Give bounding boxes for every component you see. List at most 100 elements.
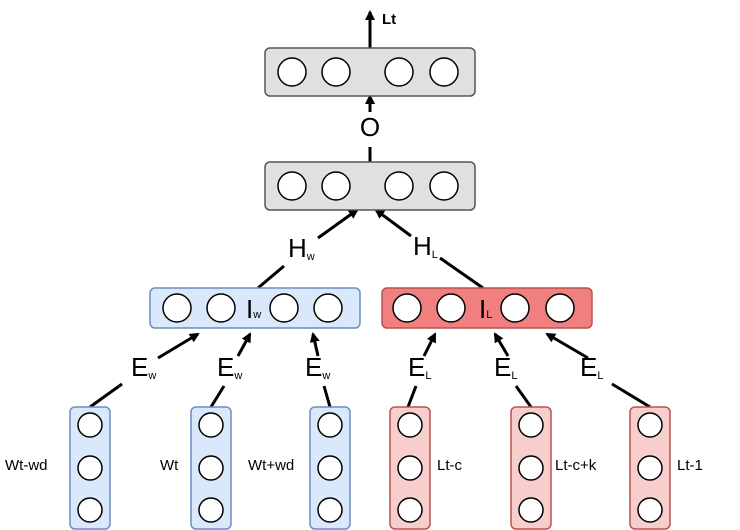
label-main: H: [413, 231, 432, 261]
output-label: Lt: [382, 11, 396, 28]
neuron: [637, 497, 663, 523]
neuron: [436, 293, 466, 323]
svg-text:Ew: Ew: [131, 352, 156, 382]
arrow-hl-to-hidden: [374, 208, 412, 238]
label-sub: L: [511, 370, 517, 382]
input-column: Lt-c+k: [510, 406, 597, 530]
line-input2-ew: [209, 385, 226, 408]
neuron: [429, 171, 459, 201]
svg-text:HL: HL: [413, 231, 438, 261]
label-main: E: [217, 352, 234, 382]
input-label: Wt: [160, 457, 179, 474]
neuron: [384, 171, 414, 201]
svg-text:Iw: Iw: [246, 294, 261, 324]
label-main: E: [131, 352, 148, 382]
neuron: [321, 57, 351, 87]
neuron: [384, 57, 414, 87]
neuron: [206, 293, 236, 323]
label-sub: w: [306, 251, 315, 263]
neuron: [397, 497, 423, 523]
output-layer: [264, 47, 476, 97]
arrow-ew-1: [157, 332, 200, 360]
line-input5-el: [514, 385, 533, 408]
label-main: I: [479, 294, 486, 324]
embedding-labels: Ew Ew Ew EL EL EL: [131, 352, 603, 382]
label-sub: w: [321, 370, 330, 382]
input-layer-w: Iw: [149, 287, 361, 329]
connections: [89, 10, 651, 409]
input-label: Wt-wd: [5, 457, 48, 474]
input-layer-w-box: [149, 287, 361, 329]
svg-text:Ew: Ew: [217, 352, 242, 382]
input-column: Wt: [160, 406, 232, 530]
neuron: [518, 497, 544, 523]
neuron: [277, 171, 307, 201]
neuron: [397, 455, 423, 481]
label-sub: w: [147, 370, 156, 382]
hidden-weight-label-w: Hw: [288, 233, 315, 263]
svg-text:IL: IL: [479, 294, 492, 324]
input-layer-l: IL: [381, 287, 593, 329]
input-layer-l-box: [381, 287, 593, 329]
svg-text:EL: EL: [580, 352, 603, 382]
input-column: Lt-c: [389, 406, 463, 530]
svg-text:Hw: Hw: [288, 233, 315, 263]
output-layer-box: [264, 47, 476, 97]
input-label: Lt-1: [677, 457, 703, 474]
input-label: Wt+wd: [248, 457, 294, 474]
neuron: [518, 455, 544, 481]
input-column: Wt+wd: [248, 406, 351, 530]
input-label: Lt-c: [437, 457, 463, 474]
line-iw-to-hw: [257, 264, 285, 290]
neuron: [545, 293, 575, 323]
neuron: [198, 455, 224, 481]
input-label: Lt-c+k: [555, 457, 597, 474]
label-main: E: [494, 352, 511, 382]
neuron: [637, 412, 663, 438]
hidden-layer: [264, 161, 476, 211]
neuron: [317, 412, 343, 438]
label-sub: L: [425, 370, 431, 382]
neuron: [321, 171, 351, 201]
neuron: [162, 293, 192, 323]
label-sub: L: [486, 309, 492, 321]
line-input3-ew: [322, 385, 332, 408]
label-sub: L: [432, 249, 438, 261]
arrow-hw-to-hidden: [317, 208, 359, 240]
neuron: [77, 497, 103, 523]
arrow-el-1: [422, 332, 437, 357]
label-main: E: [305, 352, 322, 382]
neuron: [77, 412, 103, 438]
neuron: [317, 497, 343, 523]
neuron: [313, 293, 343, 323]
label-sub: w: [233, 370, 242, 382]
output-weight-label: O: [360, 112, 380, 142]
label-sub: L: [597, 370, 603, 382]
hidden-weight-label-l: HL: [413, 231, 438, 261]
input-columns: Wt-wd Wt Wt+wd Lt-c Lt-c+k Lt-1: [5, 406, 703, 530]
neuron: [198, 412, 224, 438]
neuron: [317, 455, 343, 481]
neuron: [269, 293, 299, 323]
svg-text:Ew: Ew: [305, 352, 330, 382]
neuron: [397, 412, 423, 438]
line-il-to-hl: [439, 256, 484, 290]
neuron: [392, 293, 422, 323]
arrow-ew-2: [236, 332, 252, 357]
line-input1-ew: [89, 382, 123, 409]
label-main: E: [580, 352, 597, 382]
label-main: H: [288, 233, 307, 263]
label-main: E: [408, 352, 425, 382]
input-column: Wt-wd: [5, 406, 111, 530]
neuron: [429, 57, 459, 87]
label-main: I: [246, 294, 253, 324]
neuron: [277, 57, 307, 87]
arrow-el-2: [493, 332, 510, 357]
neuron: [77, 455, 103, 481]
neuron: [500, 293, 530, 323]
arrow-el-3: [545, 332, 589, 360]
hidden-layer-box: [264, 161, 476, 211]
label-sub: w: [252, 309, 261, 321]
svg-text:EL: EL: [494, 352, 517, 382]
